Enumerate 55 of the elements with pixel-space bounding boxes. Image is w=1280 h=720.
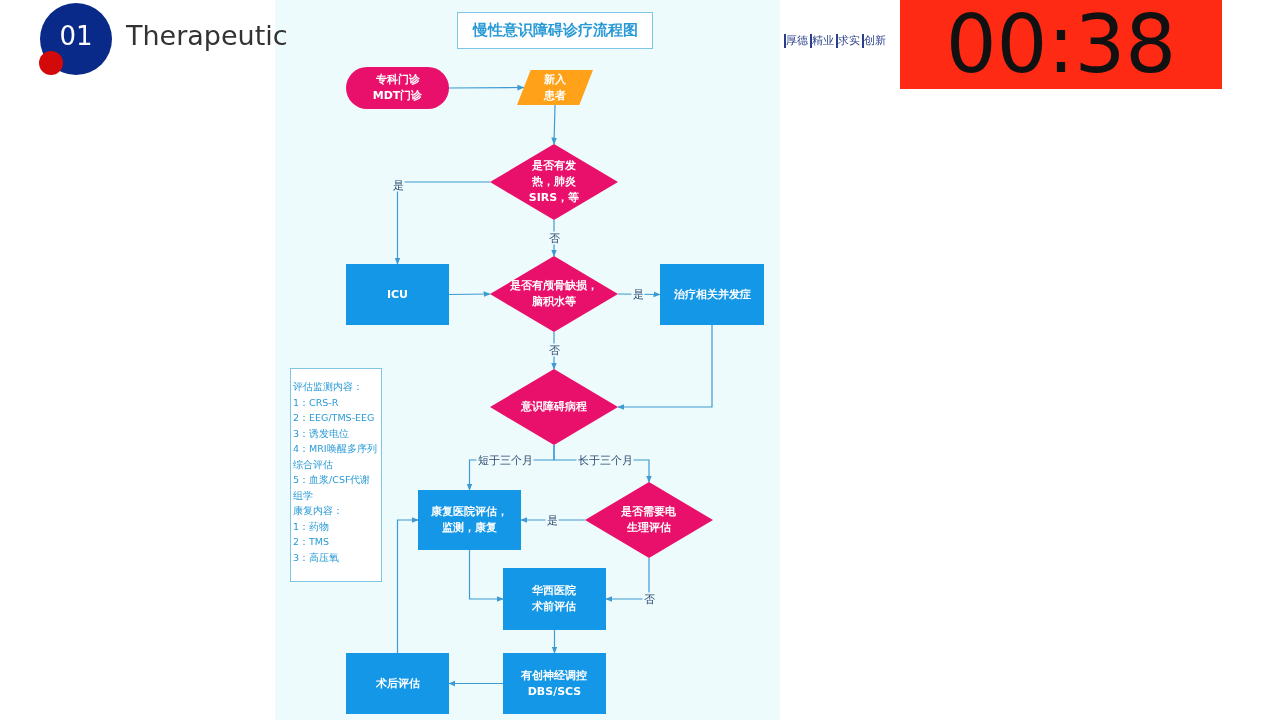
heading-text: Therapeutic	[126, 20, 288, 51]
note-text: 2：TMS	[293, 535, 331, 549]
edge-label: 短于三个月	[476, 453, 534, 467]
arrow	[448, 84, 525, 91]
title-box: 慢性意识障碍诊疗流程图	[457, 12, 653, 49]
edge-label: 否	[547, 343, 561, 357]
edge-label: 否	[642, 592, 656, 606]
terminal-pill: 专科门诊MDT门诊	[346, 67, 449, 109]
timer-display: 00:38	[900, 0, 1222, 89]
process-box: ICU	[346, 264, 449, 325]
slogan-text: 求实	[838, 33, 860, 48]
note-text: 评估监测内容：	[293, 380, 364, 394]
process-box: 华西医院术前评估	[503, 568, 606, 630]
edge-label: 长于三个月	[576, 453, 634, 467]
arrow	[520, 517, 586, 523]
arrow	[468, 549, 504, 602]
arrow	[448, 680, 504, 687]
note-text: 3：诱发电位	[293, 426, 351, 441]
arrow	[617, 324, 713, 410]
decision-text: 是否有发热，肺炎SIRS，等	[527, 158, 581, 206]
note-text: 1：CRS-R	[293, 395, 340, 410]
edge-label: 是	[391, 178, 405, 192]
slogan-text: 厚德	[786, 33, 808, 48]
decision-diamond	[585, 482, 713, 558]
decision-diamond	[490, 144, 618, 220]
process-box: 治疗相关并发症	[660, 264, 764, 325]
note-text: 1：药物	[293, 519, 331, 534]
note-text: 4：MRI唤醒多序列综合评估	[293, 442, 378, 472]
arrow	[605, 557, 650, 602]
arrow	[396, 517, 419, 654]
decision-diamond	[490, 369, 618, 445]
process-box: 康复医院评估，监测，康复	[418, 490, 521, 550]
note-text: 康复内容：	[293, 504, 344, 518]
decision-text: 是否有颅骨缺损，脑积水等	[509, 278, 599, 310]
process-box: 有创神经调控DBS/SCS	[503, 653, 606, 714]
arrow	[551, 629, 558, 654]
slogan-text: 创新	[864, 33, 886, 48]
edge-label: 是	[545, 513, 559, 527]
edge-label: 是	[631, 287, 645, 301]
input-parallelogram	[517, 70, 593, 105]
number-badge: 01	[38, 2, 112, 76]
arrow	[551, 104, 558, 145]
node-text: 新入患者	[543, 71, 567, 104]
edge-label: 否	[547, 231, 561, 245]
process-box: 术后评估	[346, 653, 449, 714]
note-text: 2：EEG/TMS-EEG	[293, 411, 376, 425]
decision-diamond	[490, 256, 618, 332]
note-text: 5：血浆/CSF代谢组学	[293, 473, 372, 503]
note-box	[290, 368, 382, 582]
note-text: 3：高压氧	[293, 550, 341, 565]
arrow	[394, 181, 491, 265]
decision-text: 意识障碍病程	[520, 399, 588, 415]
decision-text: 是否需要电生理评估	[620, 504, 678, 536]
arrow	[448, 291, 491, 297]
slogan-text: 精业	[812, 33, 834, 48]
